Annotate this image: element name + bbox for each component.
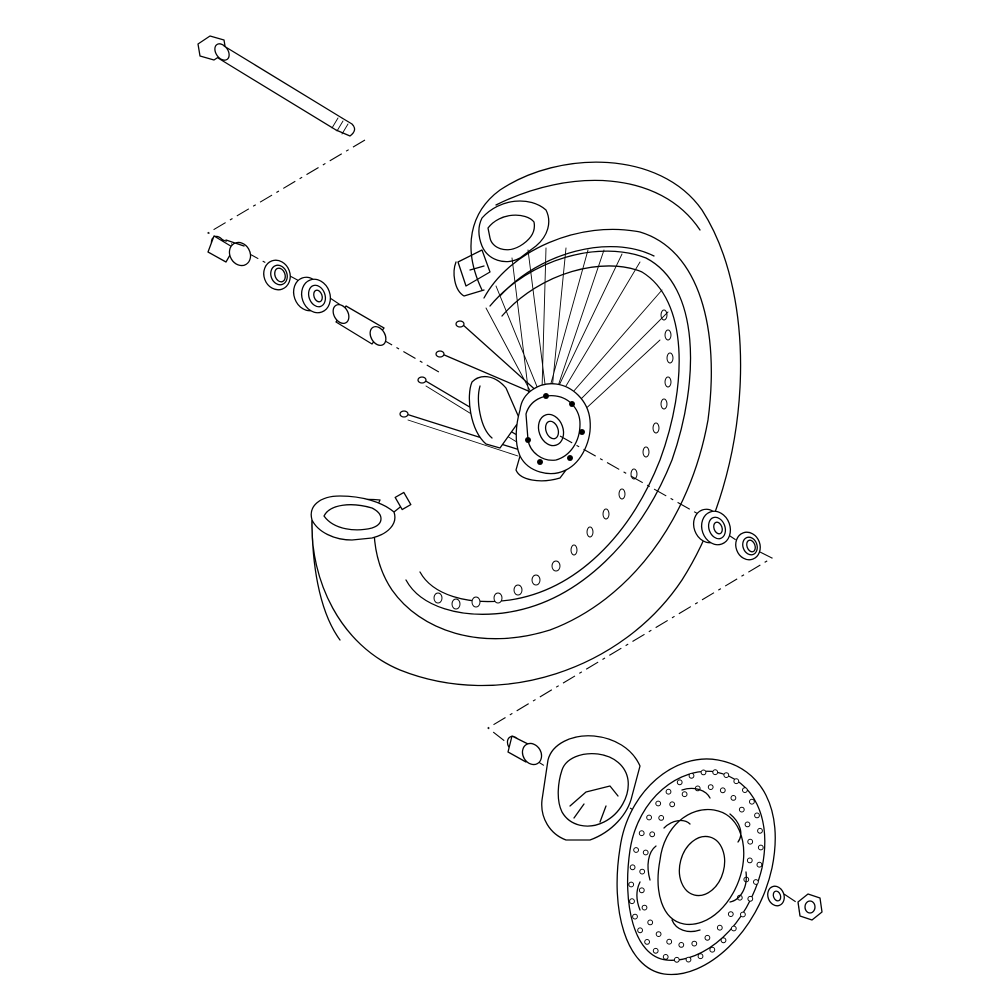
disc-hole [738,806,745,813]
disc-hole [723,772,730,778]
disc-hole [641,904,648,911]
disc-hole [746,857,753,864]
oil-seal-icon[interactable] [260,256,295,293]
disc-hole [716,924,723,931]
disc-hole [647,919,654,926]
disc-hole [744,821,751,828]
disc-hole [697,953,704,960]
disc-hole [700,769,707,776]
disc-hole [655,800,662,807]
disc-hole [756,861,763,868]
bearing-icon[interactable] [689,505,735,549]
disc-hole [646,814,652,821]
disc-hole [707,784,714,790]
disc-hole [655,931,662,937]
spoke-icon[interactable] [399,247,669,457]
disc-hole [730,925,737,932]
disc-hole [638,887,645,894]
disc-hole [709,946,716,953]
disc-hole [740,911,746,918]
disc-hole [749,798,755,805]
disc-hole [685,956,692,963]
disc-hole [666,938,673,945]
disc-hole [669,801,676,808]
disc-hole [644,939,650,945]
ring-icon[interactable] [541,735,641,841]
disc-hole [688,772,695,779]
disc-hole [754,812,760,819]
disc-hole [632,913,638,920]
disc-hole [747,895,754,902]
oil-seal-icon[interactable] [732,529,764,564]
disc-hole [727,911,734,917]
disc-hole [629,898,635,905]
disc-hole [730,795,737,801]
disc-hole [691,940,698,947]
disc-hole [637,927,643,934]
axis-line-upper [206,139,471,391]
disc-hole [639,868,646,875]
disc-hole [678,942,685,948]
rim-icon[interactable] [393,245,692,615]
axle-icon[interactable] [197,35,356,137]
nut-icon[interactable] [797,893,823,921]
disc-hole [681,791,688,798]
disc-hole [638,830,645,837]
hub-icon[interactable] [468,376,591,482]
disc-hole [665,788,672,795]
disc-hole [673,956,680,963]
disc-hole [753,879,759,885]
disc-hole [629,864,636,871]
disc-hole [733,778,740,785]
disc-hole [628,881,635,888]
disc-hole [676,779,683,786]
disc-hole [649,831,656,838]
disc-hole [642,849,649,856]
disc-hole [712,769,719,776]
disc-hole [658,815,665,821]
spacer-icon[interactable] [330,302,389,348]
disc-hole [652,947,659,954]
washer-icon[interactable] [765,884,787,908]
disc-hole [757,827,763,834]
disc-hole [719,787,726,794]
bearing-icon[interactable] [289,273,335,317]
collar-icon[interactable] [505,734,545,768]
brake-disc-icon[interactable] [616,758,776,976]
disc-hole [720,937,727,944]
disc-hole [662,954,669,960]
disc-hole [747,838,754,845]
disc-hole [742,787,748,793]
disc-hole [704,934,711,941]
collar-icon[interactable] [207,234,255,269]
disc-hole [757,844,764,851]
disc-hole [633,847,639,853]
